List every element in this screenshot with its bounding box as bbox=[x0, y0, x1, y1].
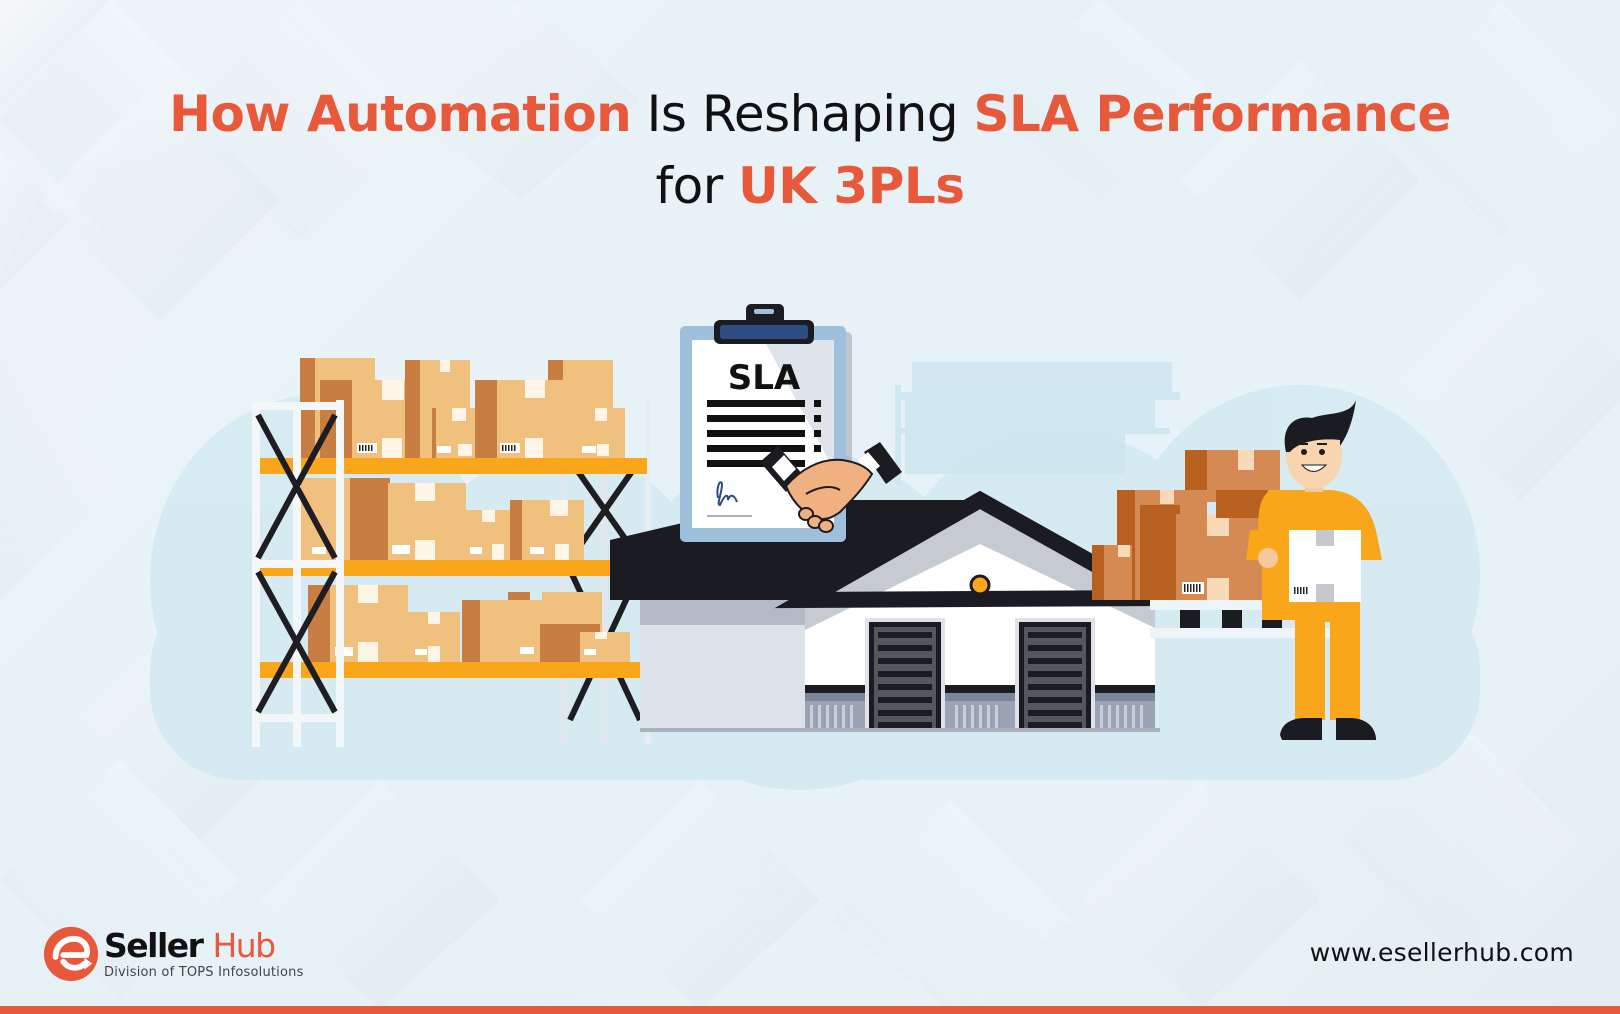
headline-line-2: for UK 3PLs bbox=[0, 150, 1620, 222]
box-stack-on-pallet bbox=[1092, 450, 1330, 638]
shelf-beam-middle bbox=[255, 560, 647, 576]
headline-plain-reshaping: Is Reshaping bbox=[631, 85, 974, 143]
top-shelf-boxes bbox=[300, 358, 625, 458]
headline-accent-uk3pls: UK 3PLs bbox=[738, 157, 965, 215]
brand-name-hub: Hub bbox=[212, 925, 276, 965]
brand-logo[interactable]: Seller Hub Division of TOPS Infosolution… bbox=[42, 925, 304, 983]
loading-door-left bbox=[865, 618, 945, 730]
eseller-e-logo-icon bbox=[43, 926, 99, 982]
warehouse-illustration: SLA bbox=[0, 280, 1620, 800]
headline-accent-automation: How Automation bbox=[169, 85, 632, 143]
warehouse-building bbox=[610, 490, 1186, 732]
worker-holding-box bbox=[1246, 400, 1382, 740]
shelf-beam-top bbox=[255, 458, 647, 474]
headline-line-1: How Automation Is Reshaping SLA Performa… bbox=[0, 78, 1620, 150]
headline-accent-sla: SLA Performance bbox=[973, 85, 1451, 143]
shelf-front-frame bbox=[252, 400, 344, 747]
brand-tagline: Division of TOPS Infosolutions bbox=[104, 964, 304, 980]
brand-name-seller: Seller bbox=[104, 925, 204, 965]
clipboard-sla-label: SLA bbox=[728, 358, 801, 398]
bottom-accent-bar bbox=[0, 1006, 1620, 1014]
handshake bbox=[760, 442, 902, 533]
faded-rack bbox=[895, 362, 1180, 485]
page-title: How Automation Is Reshaping SLA Performa… bbox=[0, 78, 1620, 222]
loading-door-right bbox=[1015, 618, 1095, 730]
shelving-unit bbox=[252, 358, 651, 747]
shelf-beam-bottom bbox=[255, 662, 647, 678]
website-url[interactable]: www.esellerhub.com bbox=[1309, 938, 1574, 967]
headline-plain-for: for bbox=[655, 157, 739, 215]
brand-name: Seller Hub bbox=[104, 925, 304, 965]
